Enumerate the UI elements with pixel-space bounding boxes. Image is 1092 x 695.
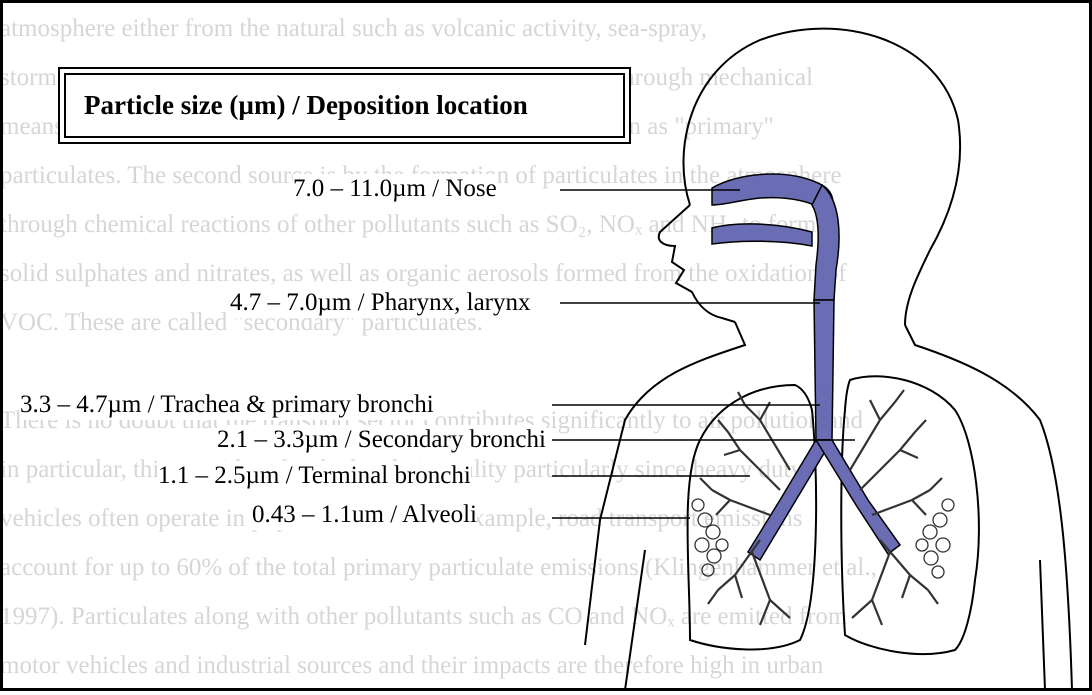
neck-back <box>905 250 930 325</box>
diagram-title-box: Particle size (µm) / Deposition location <box>58 67 631 144</box>
left-lung-outline <box>688 385 817 649</box>
label-pharynx-larynx: 4.7 – 7.0µm / Pharynx, larynx <box>230 288 531 318</box>
left-shoulder <box>585 322 745 645</box>
label-secondary-bronchi: 2.1 – 3.3µm / Secondary bronchi <box>217 425 546 455</box>
label-nose: 7.0 – 11.0µm / Nose <box>293 174 497 204</box>
left-arm-inner <box>625 550 645 690</box>
label-terminal-bronchi: 1.1 – 2.5µm / Terminal bronchi <box>158 461 471 491</box>
diagram-title: Particle size (µm) / Deposition location <box>64 73 625 138</box>
airway-fill <box>712 174 900 560</box>
label-trachea-primary-bronchi: 3.3 – 4.7µm / Trachea & primary bronchi <box>20 390 434 420</box>
oral-cavity <box>712 224 812 246</box>
right-shoulder <box>905 325 1072 690</box>
pharynx <box>812 185 839 300</box>
left-main-bronchus <box>748 440 832 560</box>
label-alveoli: 0.43 – 1.1um / Alveoli <box>252 500 477 530</box>
right-arm-inner <box>1040 560 1045 690</box>
trachea <box>814 300 834 440</box>
face-profile <box>659 205 735 322</box>
alveoli-clusters <box>692 499 954 578</box>
